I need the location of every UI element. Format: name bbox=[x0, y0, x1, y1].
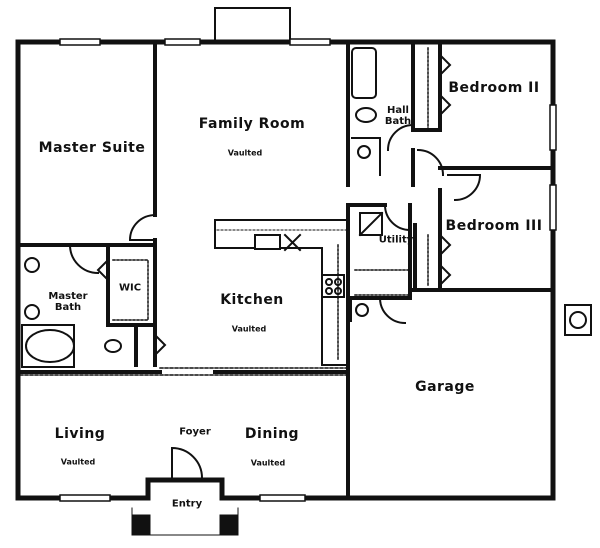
master-bath-line2: Bath bbox=[54, 302, 82, 313]
room-label-wic: WIC bbox=[118, 282, 142, 294]
room-label-garage: Garage bbox=[415, 379, 475, 395]
closet-doors bbox=[96, 53, 452, 357]
room-label-family-room: Family Room bbox=[198, 116, 306, 132]
room-label-utility: Utility bbox=[378, 234, 414, 246]
room-note-family-room: Vaulted bbox=[227, 148, 263, 158]
closet-shelves bbox=[112, 47, 429, 361]
room-label-living: Living bbox=[54, 426, 106, 442]
entry-piers bbox=[131, 507, 239, 536]
room-label-foyer: Foyer bbox=[179, 426, 211, 438]
hall-bath-line2: Bath bbox=[384, 116, 412, 127]
room-label-master-suite: Master Suite bbox=[38, 140, 146, 156]
hall-dash bbox=[19, 367, 349, 376]
room-label-bedroom-2: Bedroom II bbox=[448, 80, 540, 96]
room-note-kitchen: Vaulted bbox=[231, 324, 267, 334]
master-bath-line1: Master bbox=[48, 291, 88, 302]
windows bbox=[59, 38, 557, 502]
room-label-entry: Entry bbox=[171, 498, 203, 510]
doors bbox=[68, 123, 482, 481]
room-label-dining: Dining bbox=[244, 426, 300, 442]
bath-fixtures bbox=[21, 47, 592, 368]
kitchen-counter bbox=[214, 219, 349, 366]
hall-bath-line1: Hall bbox=[387, 105, 409, 116]
room-note-dining: Vaulted bbox=[250, 458, 286, 468]
room-label-kitchen: Kitchen bbox=[220, 292, 284, 308]
room-note-living: Vaulted bbox=[60, 457, 96, 467]
bay-window bbox=[214, 7, 291, 43]
room-label-bedroom-3: Bedroom III bbox=[445, 218, 543, 234]
interior-walls bbox=[16, 40, 555, 500]
